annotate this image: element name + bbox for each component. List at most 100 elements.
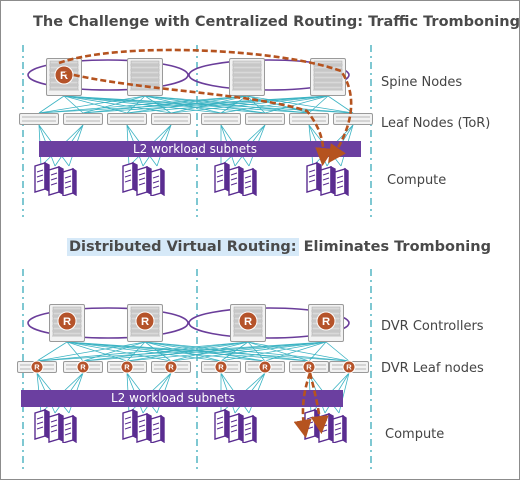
bot-leaf-router-icon-6: R xyxy=(258,360,272,374)
svg-text:R: R xyxy=(80,363,86,372)
bot-ring-1 xyxy=(27,307,189,339)
top-compute-label: Compute xyxy=(387,173,447,188)
top-leaf-switch-3 xyxy=(107,113,147,125)
bot-server-rack-3 xyxy=(214,409,257,443)
bot-leaf-router-icon-2: R xyxy=(76,360,90,374)
bot-router-icon-4: R xyxy=(316,311,336,331)
top-spine-switch-4 xyxy=(310,58,346,96)
svg-text:R: R xyxy=(322,316,330,328)
bot-link-s4-l8 xyxy=(325,341,350,362)
bot-link-s4-l7 xyxy=(308,341,327,362)
top-ring-1 xyxy=(27,59,189,91)
top-leaf-switch-6 xyxy=(245,113,285,125)
top-link-s1-l1 xyxy=(38,95,65,114)
top-server-rack-4 xyxy=(306,162,349,196)
top-link-s1-l3 xyxy=(63,95,128,114)
top-server-rack-3 xyxy=(214,162,257,196)
bot-link-s3-l6 xyxy=(247,341,266,362)
svg-text:R: R xyxy=(168,363,174,372)
top-link-s4-l3 xyxy=(126,95,329,114)
bottom-local-path xyxy=(293,372,329,439)
bot-link-s4-l1 xyxy=(36,341,327,362)
top-link-s4-l4 xyxy=(170,95,329,114)
top-link-s3-l5 xyxy=(220,95,248,114)
bottom-compute-label: Compute xyxy=(385,427,445,442)
top-link-s3-l1 xyxy=(38,95,248,114)
top-subnet-label: L2 workload subnets xyxy=(133,142,258,156)
dvr-controllers-label: DVR Controllers xyxy=(381,319,484,334)
bottom-compute-servers xyxy=(34,409,347,443)
top-link-s2-l3 xyxy=(126,95,146,114)
bot-leaf-router-icon-1: R xyxy=(30,360,44,374)
svg-text:R: R xyxy=(124,363,130,372)
bot-link-s3-l5 xyxy=(220,341,249,362)
dvr-leaf-nodes-label: DVR Leaf nodes xyxy=(381,361,484,376)
top-spine-ring xyxy=(27,59,350,91)
top-title: The Challenge with Centralized Routing: … xyxy=(33,14,520,30)
top-link-s1-l4 xyxy=(63,95,172,114)
top-link-s3-l6 xyxy=(246,95,266,114)
bot-leaf-router-icon-3: R xyxy=(120,360,134,374)
top-spine-switch-2 xyxy=(127,58,163,96)
bot-link-s2-l2 xyxy=(82,341,146,362)
bot-link-s1-l1 xyxy=(36,341,68,362)
bot-server-rack-1 xyxy=(34,409,77,443)
bot-link-s2-l3 xyxy=(126,341,146,362)
top-server-rack-2 xyxy=(122,162,165,196)
bot-router-icon-1: R xyxy=(57,311,77,331)
bot-link-s4-l2 xyxy=(82,341,327,362)
bot-traffic-path-2 xyxy=(293,372,312,439)
bot-link-s3-l8 xyxy=(247,341,350,362)
top-link-s4-l7 xyxy=(308,95,329,114)
bot-link-s4-l4 xyxy=(170,341,327,362)
bot-link-s4-l3 xyxy=(126,341,327,362)
top-subnet-bar xyxy=(39,141,361,157)
bot-link-s3-l7 xyxy=(247,341,310,362)
bot-link-s1-l4 xyxy=(66,341,172,362)
top-link-s4-l6 xyxy=(264,95,329,114)
top-router-icon-1: R xyxy=(54,65,74,85)
top-spine-switch-3 xyxy=(229,58,265,96)
leaf-nodes-label: Leaf Nodes (ToR) xyxy=(381,116,491,131)
top-trombone-path xyxy=(58,48,353,167)
top-link-s2-l4 xyxy=(144,95,172,114)
bottom-controller-ring xyxy=(27,307,350,339)
top-zone-dividers xyxy=(22,45,372,217)
top-link-s3-l7 xyxy=(246,95,310,114)
top-link-s4-l1 xyxy=(38,95,329,114)
top-link-s4-l5 xyxy=(220,95,329,114)
svg-text:R: R xyxy=(244,316,252,328)
bot-link-s2-l1 xyxy=(36,341,146,362)
bot-leaf-router-icon-5: R xyxy=(214,360,228,374)
top-leaf-switch-8 xyxy=(333,113,373,125)
top-ring-2 xyxy=(188,59,350,91)
svg-text:R: R xyxy=(346,363,352,372)
top-spine-nodes: R xyxy=(46,58,346,96)
top-leaf-switch-2 xyxy=(63,113,103,125)
svg-text:R: R xyxy=(218,363,224,372)
bottom-subnet-label: L2 workload subnets xyxy=(111,391,236,405)
bot-ring-2 xyxy=(188,307,350,339)
bottom-subnet-bar xyxy=(21,390,343,407)
top-traffic-path-2 xyxy=(64,71,334,167)
bottom-title: Distributed Virtual Routing: Eliminates … xyxy=(67,238,491,256)
bot-leaf-router-icon-7: R xyxy=(302,360,316,374)
top-leaf-switch-7 xyxy=(289,113,329,125)
bot-server-rack-4 xyxy=(304,409,347,443)
bottom-title-highlight: Distributed Virtual Routing: xyxy=(67,238,299,256)
bot-server-rack-2 xyxy=(122,409,165,443)
top-leaf-switch-5 xyxy=(201,113,241,125)
top-leaf-switch-4 xyxy=(151,113,191,125)
bottom-title-rest: Eliminates Tromboning xyxy=(298,239,491,255)
bot-traffic-path-1 xyxy=(308,372,329,435)
bot-router-icon-2: R xyxy=(135,311,155,331)
svg-text:R: R xyxy=(141,316,149,328)
top-link-s3-l2 xyxy=(82,95,248,114)
top-traffic-path-1 xyxy=(58,48,353,164)
bot-leaf-router-icon-8: R xyxy=(342,360,356,374)
top-link-s4-l8 xyxy=(327,95,354,114)
